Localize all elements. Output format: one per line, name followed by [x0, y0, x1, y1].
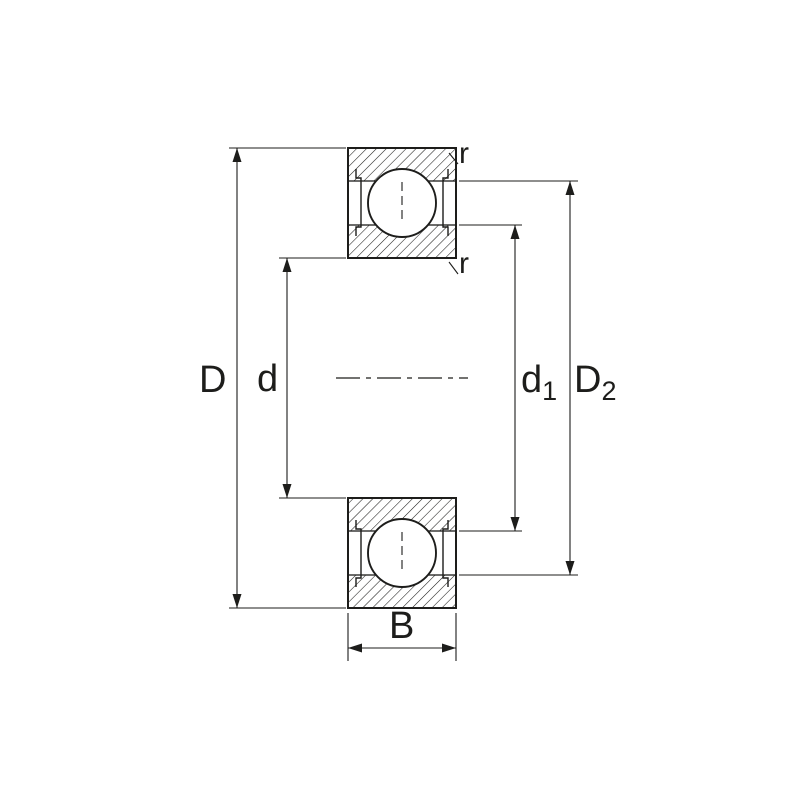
shield-bottom-right — [442, 520, 449, 587]
arrow-B-left — [348, 643, 362, 653]
label-outer-diameter-D: D — [199, 359, 226, 401]
label-r-outer: r — [459, 137, 469, 170]
arrow-d1-bottom — [510, 517, 520, 531]
dimension-labels: D d d1 D2 B r r — [199, 137, 616, 647]
bottom-section-outline — [347, 497, 457, 609]
label-D2: D2 — [574, 359, 616, 406]
dimension-B — [347, 613, 457, 661]
bearing-bottom-cross-section — [347, 497, 457, 609]
dimension-D2 — [459, 180, 578, 576]
dimension-D — [229, 147, 346, 609]
dimension-d1 — [459, 224, 522, 532]
label-D2-base: D — [574, 359, 601, 401]
dimension-d — [279, 257, 346, 499]
shield-bottom-left — [355, 520, 362, 587]
label-D2-subscript: 2 — [601, 376, 616, 406]
label-width-B: B — [389, 605, 414, 647]
arrow-d-bottom — [282, 484, 292, 498]
label-r-inner: r — [459, 247, 469, 280]
label-d1: d1 — [521, 359, 557, 406]
arrow-D2-bottom — [565, 561, 575, 575]
leader-line-r-outer — [448, 152, 459, 165]
arrow-D-bottom — [232, 594, 242, 608]
arrow-D2-top — [565, 181, 575, 195]
arrow-d-top — [282, 258, 292, 272]
label-d1-subscript: 1 — [542, 376, 557, 406]
arrow-B-right — [442, 643, 456, 653]
arrowheads — [232, 148, 575, 653]
leader-line-r-inner — [448, 261, 459, 275]
top-section-outline — [347, 147, 457, 259]
bearing-top-cross-section — [347, 147, 457, 259]
arrow-D-top — [232, 148, 242, 162]
label-d1-base: d — [521, 359, 542, 401]
arrow-d1-top — [510, 225, 520, 239]
shield-top-left — [355, 169, 362, 236]
shield-top-right — [442, 169, 449, 236]
label-bore-diameter-d: d — [257, 358, 278, 400]
